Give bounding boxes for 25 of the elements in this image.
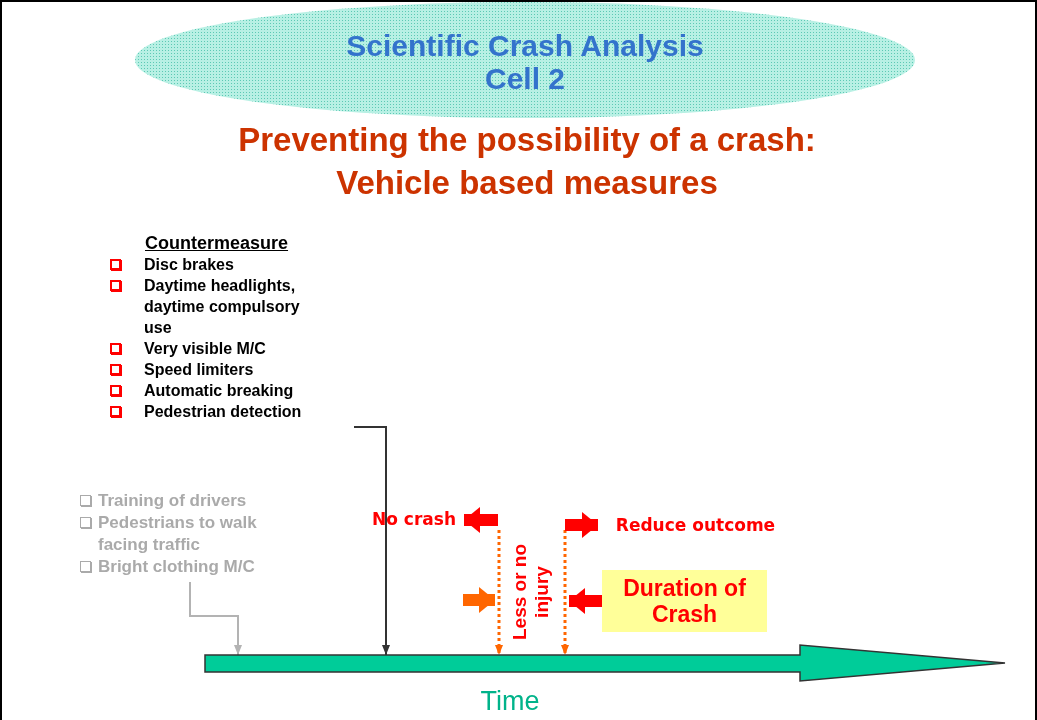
arrow xyxy=(353,426,390,656)
axis-label: Time xyxy=(479,686,541,717)
title-ellipse xyxy=(135,2,915,118)
rotated-label: Less or no injury xyxy=(509,542,553,643)
block-arrow xyxy=(464,507,498,533)
list-item: Daytime headlights, daytime compulsory use xyxy=(144,276,301,338)
ellipse-title: Scientific Crash Analysis Cell 2 xyxy=(345,29,705,95)
outcome-text: Reduce outcome xyxy=(614,514,777,537)
duration-box xyxy=(602,570,767,632)
list-item: Bright clothing M/C xyxy=(98,556,255,578)
list-heading: Countermeasure xyxy=(145,232,289,254)
arrow xyxy=(495,530,503,655)
list-item: Speed limiters xyxy=(144,360,254,380)
duration-text: Duration of Crash xyxy=(622,574,747,627)
list-item: Training of drivers xyxy=(98,490,247,512)
block-arrow xyxy=(565,512,598,538)
list-item: Pedestrians to walk facing traffic xyxy=(98,512,258,556)
list-item: Automatic breaking xyxy=(144,381,294,401)
slide-title: Preventing the possibility of a crash: Vehicle based measures xyxy=(237,120,817,203)
arrow xyxy=(561,530,569,655)
arrow xyxy=(189,581,242,656)
list-item: Pedestrian detection xyxy=(144,402,302,422)
time-arrow xyxy=(205,643,1007,683)
list-item: Very visible M/C xyxy=(144,339,266,359)
list-item: Disc brakes xyxy=(144,255,234,275)
